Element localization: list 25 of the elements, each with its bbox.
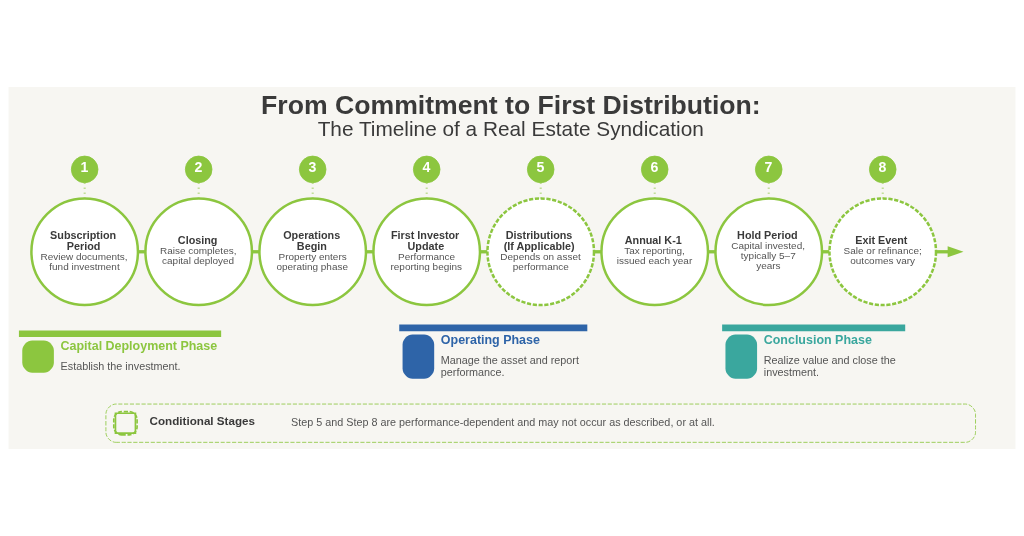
label: Step 5 and Step 8 are performance-dependent and may not occur as described, or at all. [291,416,715,429]
node-circle: Distributions (If Applicable) Depends on asset performance [486,197,596,307]
node-circle: 6 [641,155,669,184]
node-circle: 7 [755,155,783,184]
node-circle: First Investor Update Performance reporting begins [372,197,482,307]
node-circle: 3 [298,155,327,184]
legend-label: Capital Deployment Phase [60,338,218,353]
node-circle: 2 [184,155,213,184]
label: Establish the investment. [60,359,181,372]
diagram-title: From Commitment to First Distribution: The Timeline of a Real Estate Syndication [261,90,761,141]
node-circle: 4 [412,155,441,184]
node-circle: 5 [527,155,555,184]
label: Realize value and close the investment. [763,354,896,378]
node-circle: Operations Begin Property enters operating phase [258,197,368,307]
legend-label: Conditional Stages [149,414,256,428]
node-circle: 8 [869,155,897,184]
node-circle: Subscription Period Review documents, fund investment [30,197,140,307]
node-circle: Hold Period Capital invested, typically 5–7 years [714,197,824,307]
legend-label: Conclusion Phase [763,332,872,347]
node-circle: Annual K-1 Tax reporting, issued each year [600,197,710,307]
legend-label: Operating Phase [440,332,540,347]
node-circle: 1 [70,155,99,184]
node-circle: Closing Raise completes, capital deployed [144,197,254,307]
label: Manage the asset and report performance. [440,354,579,378]
node-circle: Exit Event Sale or refinance; outcomes vary [828,197,938,307]
